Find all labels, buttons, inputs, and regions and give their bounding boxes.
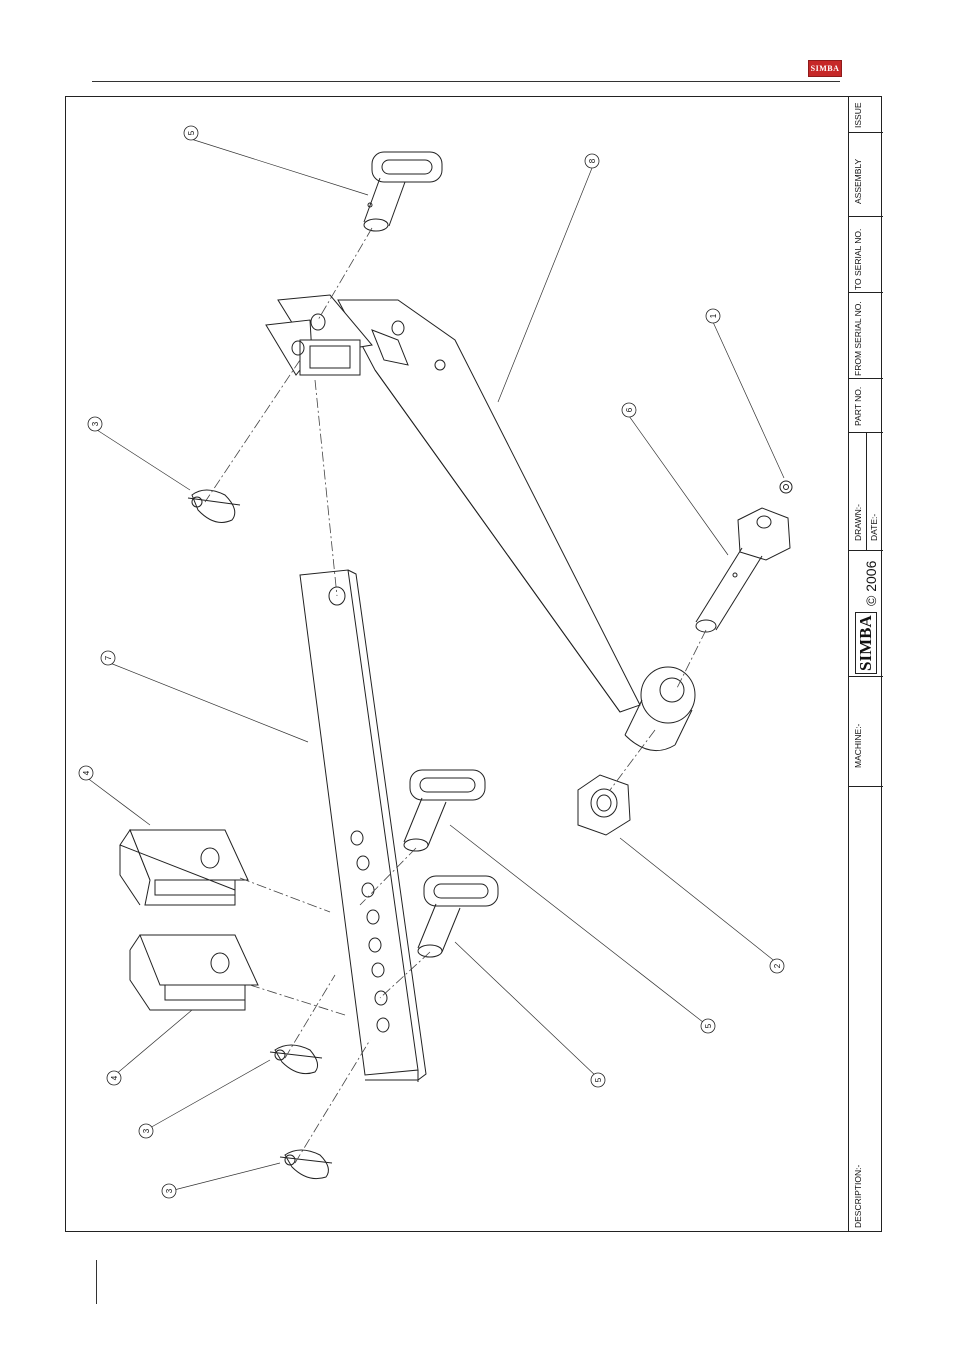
callout-5-middle: 5: [704, 1023, 713, 1028]
title-block: ISSUE ASSEMBLY TO SERIAL NO. FROM SERIAL…: [848, 96, 882, 1232]
part-no-label: PART NO.: [853, 387, 863, 426]
part-5-pin-middle: [404, 770, 485, 851]
margin-rule: [96, 1260, 97, 1304]
callout-1: 1: [709, 313, 718, 318]
title-block-divider: [849, 132, 883, 133]
part-4-bracket-lower: [130, 935, 258, 1010]
from-serial-no-label: FROM SERIAL NO.: [853, 301, 863, 376]
title-block-divider: [866, 432, 867, 550]
title-block-divider: [849, 216, 883, 217]
callout-8: 8: [588, 158, 597, 163]
title-block-divider: [849, 550, 883, 551]
callout-5-top: 5: [187, 130, 196, 135]
copyright-text: © 2006: [863, 561, 879, 606]
part-2-nut: [578, 775, 630, 835]
drawn-label: DRAWN:-: [853, 504, 863, 541]
part-3-linch-pin-middle: [270, 1045, 322, 1074]
callout-2: 2: [773, 963, 782, 968]
issue-label: ISSUE: [853, 102, 863, 128]
part-5-pin-top: [364, 152, 442, 231]
assembly-label: ASSEMBLY: [853, 159, 863, 204]
part-4-bracket-upper: [120, 830, 248, 905]
date-label: DATE:-: [869, 514, 879, 541]
title-block-divider: [849, 292, 883, 293]
description-label: DESCRIPTION:-: [853, 1165, 863, 1228]
callout-3-middle: 3: [142, 1128, 151, 1133]
to-serial-no-label: TO SERIAL NO.: [853, 229, 863, 290]
callout-4-upper: 4: [82, 770, 91, 775]
part-6-bolt: [696, 508, 790, 632]
callout-5-lower: 5: [594, 1077, 603, 1082]
part-7-hitch-bar: [300, 570, 426, 1082]
callout-3-lower: 3: [165, 1188, 174, 1193]
callout-6: 6: [625, 407, 634, 412]
title-block-divider: [849, 676, 883, 677]
callout-4-lower: 4: [110, 1075, 119, 1080]
callout-3-upper: 3: [91, 421, 100, 426]
part-3-linch-pin-upper: [188, 490, 240, 522]
machine-label: MACHINE:-: [853, 724, 863, 768]
title-block-divider: [849, 378, 883, 379]
callout-7: 7: [104, 655, 113, 660]
title-block-divider: [849, 786, 883, 787]
part-1-grease-nipple: [780, 481, 792, 493]
title-block-brand: SIMBA: [855, 612, 877, 674]
part-3-linch-pin-lower: [280, 1150, 332, 1179]
